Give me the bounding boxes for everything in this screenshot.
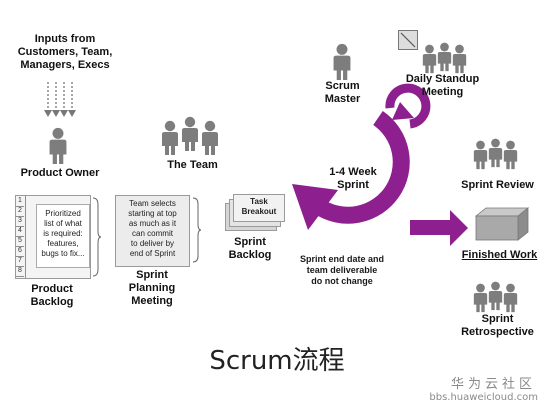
planning-desc-line: starting at top <box>128 209 177 218</box>
sprint-backlog-label: Sprint Backlog <box>220 236 280 262</box>
backlog-row-number: 2 <box>16 206 24 217</box>
backlog-desc-line: list of what <box>44 219 82 228</box>
backlog-brace-icon <box>92 197 102 277</box>
sprint-loop-arrowhead <box>292 184 338 230</box>
sprint-retrospective-label: Sprint Retrospective <box>450 313 545 339</box>
task-breakout-line1: Task <box>250 197 268 206</box>
sprint-planning-label-line1: Sprint <box>136 269 168 281</box>
product-backlog-label: Product Backlog <box>17 283 87 309</box>
finished-work-label: Finished Work <box>461 249 538 261</box>
planning-desc-line: as much as it <box>128 219 177 228</box>
sprint-note-line2: team deliverable <box>306 265 378 275</box>
sprint-backlog-label-line2: Backlog <box>228 249 272 261</box>
backlog-desc-line: bugs to fix... <box>41 249 85 258</box>
finished-work-box-icon <box>474 207 530 241</box>
diagram-caption: Scrum流程 <box>209 346 345 376</box>
backlog-desc-line: Prioritized <box>45 209 81 218</box>
sprint-retrospective-line2: Retrospective <box>461 326 534 338</box>
product-owner-person-icon <box>47 127 69 165</box>
scrum-master-line2: Master <box>324 93 361 105</box>
inputs-line3: Managers, Execs <box>20 59 110 71</box>
backlog-row-number: 6 <box>16 246 24 257</box>
product-backlog-label-line1: Product <box>31 283 73 295</box>
sprint-planning-box: Team selects starting at top as much as … <box>115 195 190 267</box>
retro-member-icon <box>502 283 519 313</box>
planning-desc-line: Team selects <box>129 199 176 208</box>
task-breakout-card: Task Breakout <box>233 194 285 222</box>
daily-standup-label: Daily Standup Meeting <box>395 73 490 99</box>
scrum-master-line1: Scrum <box>325 80 360 92</box>
sprint-cycle-graphic <box>292 83 468 246</box>
sprint-planning-label: Sprint Planning Meeting <box>112 269 192 308</box>
finish-arrow-shaft <box>410 220 452 235</box>
backlog-row-number: 1 <box>16 196 24 207</box>
product-backlog-label-line2: Backlog <box>30 296 74 308</box>
planning-desc-line: can commit <box>132 229 173 238</box>
sprint-review-label: Sprint Review <box>461 179 534 191</box>
backlog-desc-line: features, <box>47 239 79 248</box>
daily-standup-line1: Daily Standup <box>405 73 480 85</box>
daily-loop-arrowhead <box>392 102 414 120</box>
backlog-row-number: 3 <box>16 216 24 227</box>
backlog-row-number: 5 <box>16 236 24 247</box>
sprint-retrospective-line1: Sprint <box>481 313 514 325</box>
product-backlog-list: 1 2 3 4 5 6 7 8 Prioritized list of what… <box>15 195 91 279</box>
planning-brace-icon <box>192 197 202 263</box>
team-member-icon <box>180 116 200 152</box>
watermark-brand: 华为云社区 <box>450 377 536 392</box>
planning-desc-line: end of Sprint <box>129 249 176 258</box>
team-member-icon <box>160 120 180 156</box>
clock-icon <box>398 30 418 50</box>
backlog-desc-line: is required: <box>43 229 83 238</box>
daily-standup-line2: Meeting <box>421 86 464 98</box>
backlog-row-number: 8 <box>16 266 24 277</box>
sprint-note-line3: do not change <box>311 276 373 286</box>
sprint-cycle-line1: 1-4 Week <box>329 166 377 178</box>
inputs-label: Inputs from Customers, Team, Managers, E… <box>10 33 120 72</box>
daily-loop-arrow <box>385 83 431 129</box>
review-member-icon <box>502 140 519 170</box>
sprint-backlog-label-line1: Sprint <box>234 236 266 248</box>
standup-member-icon <box>451 44 468 74</box>
inputs-line1: Inputs from <box>34 33 96 45</box>
scrum-master-label: Scrum Master <box>315 80 370 106</box>
finish-arrowhead <box>450 210 468 246</box>
inputs-line2: Customers, Team, <box>17 46 113 58</box>
sprint-planning-label-line2: Planning <box>128 282 176 294</box>
input-arrows-icon <box>44 82 76 117</box>
backlog-row-numbers: 1 2 3 4 5 6 7 8 <box>16 196 26 278</box>
backlog-row-number: 7 <box>16 256 24 267</box>
sprint-planning-label-line3: Meeting <box>131 295 173 307</box>
sprint-note: Sprint end date and team deliverable do … <box>286 254 398 287</box>
sprint-cycle-line2: Sprint <box>337 179 369 191</box>
product-owner-label: Product Owner <box>20 167 100 179</box>
sprint-cycle-label: 1-4 Week Sprint <box>313 166 393 192</box>
scrum-master-person-icon <box>331 43 353 81</box>
task-breakout-line2: Breakout <box>241 207 277 216</box>
watermark-url: bbs.huaweicloud.com <box>429 392 538 403</box>
sprint-note-line1: Sprint end date and <box>299 254 384 264</box>
the-team-label: The Team <box>167 159 218 171</box>
backlog-description-box: Prioritized list of what is required: fe… <box>36 204 90 268</box>
backlog-row-number: 4 <box>16 226 24 237</box>
sprint-loop-arrow <box>313 110 410 224</box>
team-member-icon <box>200 120 220 156</box>
planning-desc-line: to deliver by <box>130 239 175 248</box>
